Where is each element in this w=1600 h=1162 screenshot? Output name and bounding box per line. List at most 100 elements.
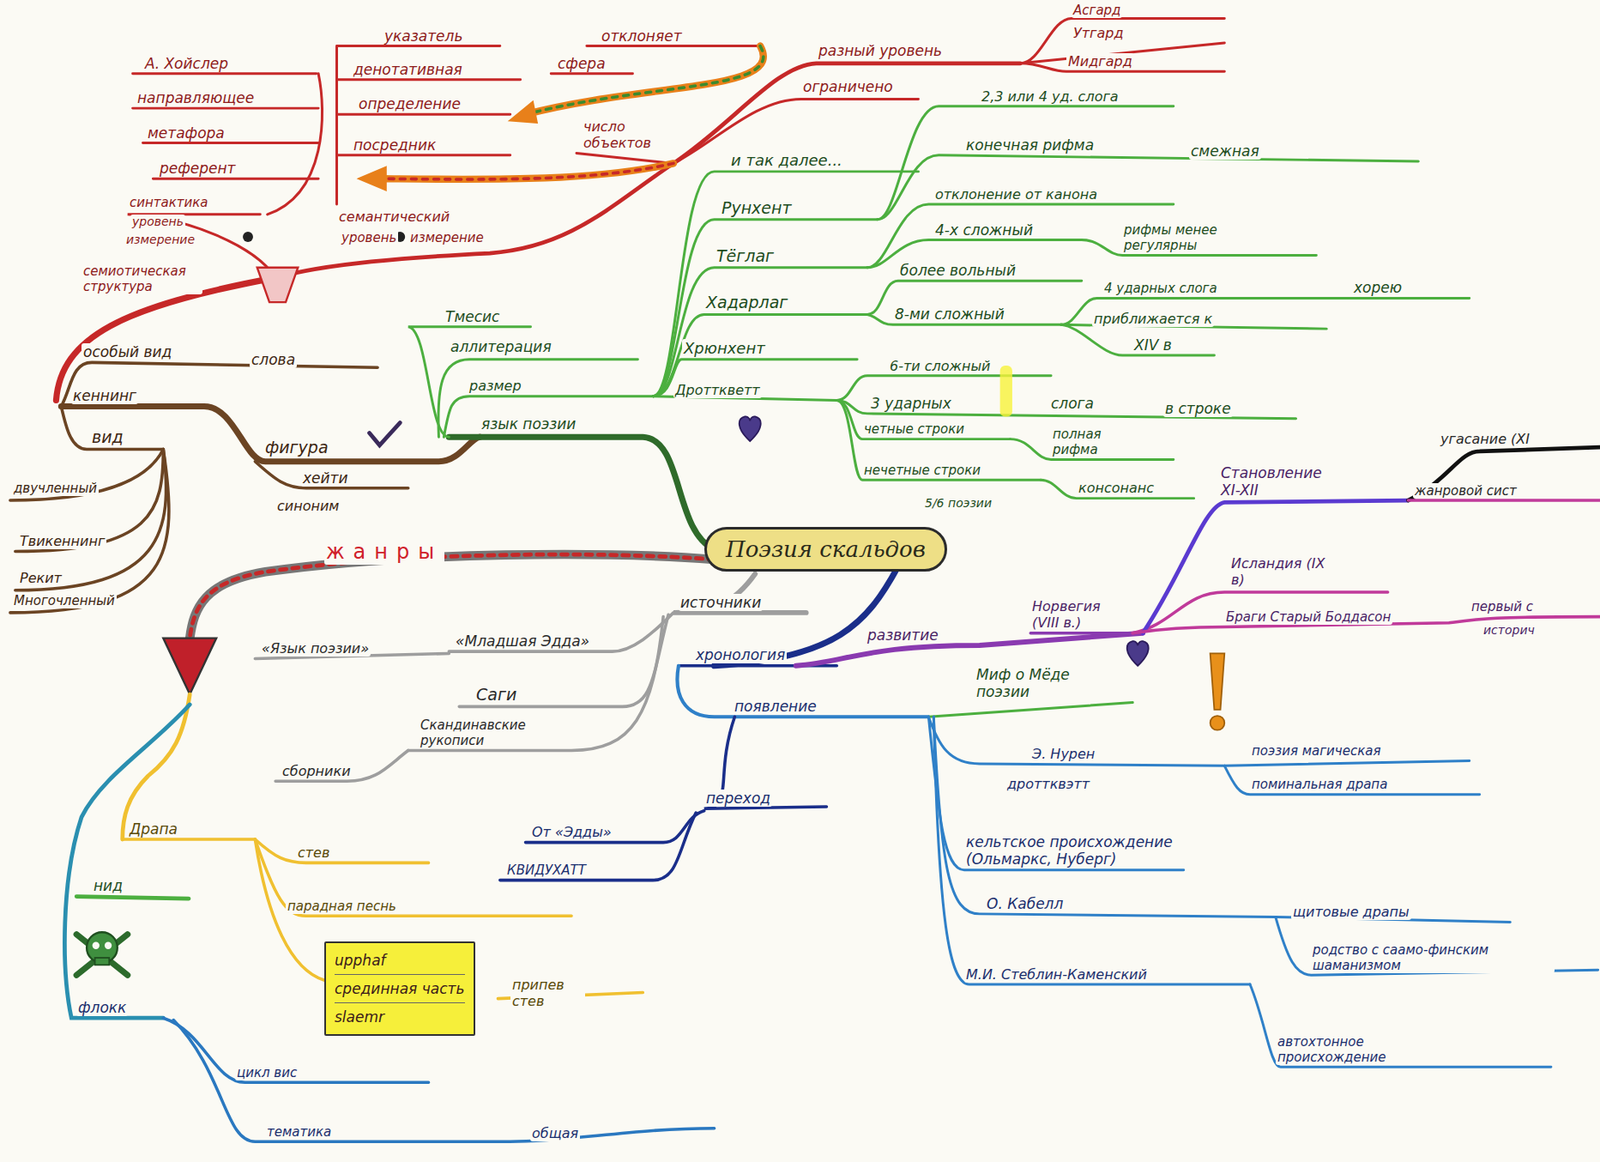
branch-label: фигура [263,437,331,458]
branch-label: источники [678,593,763,611]
branch-label: дроттквэтт [1005,775,1092,792]
branch-label: уровень [130,214,186,230]
branch-label: особый вид [81,343,174,361]
branch-label: разный уровень [816,42,944,60]
branch-label: двучленный [12,480,99,496]
branch-label: Норвегия (VIII в.) [1030,597,1126,631]
branch-label: приближается к [1092,310,1214,327]
central-topic: Поэзия скальдов [704,526,948,572]
branch-label: От «Эдды» [530,823,614,840]
branch-label: родство с саамо-финским шаманизмом [1310,941,1555,973]
branch-label: Хадарлаг [704,292,790,313]
branch-label: 4-х сложный [933,221,1035,239]
branch-label: тематика [265,1123,333,1140]
box-line: slaemr [334,1002,465,1031]
branch-label: Хрюнхент [682,338,767,358]
box-line: срединная часть [334,974,465,1003]
branch-label: определение [356,95,463,113]
branch-label: смежная [1189,142,1262,160]
branch-label: хейти [301,469,351,487]
branch-label: слога [1049,394,1096,412]
branch-label: семиотическая структура [81,263,203,295]
branch-label: кеннинг [71,386,139,405]
branch-label: сфера [555,54,608,73]
branch-label: хронология [694,646,787,664]
branch-label: нид [91,876,125,894]
branch-label: рифмы менее регулярны [1122,222,1249,254]
branch-label: 4 ударных слога [1102,280,1220,296]
branch-label: Исландия (IX в) [1229,555,1330,588]
branch-label: историч [1481,622,1537,638]
branch-label: поминальная драпа [1249,776,1389,792]
branch-label: жанры [324,539,445,565]
branch-label: КВИДУХАТТ [505,862,588,878]
branch-label: поэзия магическая [1249,742,1383,759]
branch-label: припев стев [510,976,586,1009]
branch-label: Миф о Мёде поэзии [974,665,1096,701]
branch-label: развитие [865,626,941,644]
branch-label: 5/6 поэзии [923,495,994,511]
branch-label: хорею [1352,278,1404,296]
branch-label: Утгард [1071,24,1126,42]
branch-label: вид [90,427,126,447]
branch-label: О. Кабелл [984,894,1065,912]
branch-label: М.И. Стеблин-Каменский [964,966,1149,983]
branch-label: 8-ми сложный [893,305,1007,323]
branch-label: Тёглаг [714,246,776,266]
branch-label: число объектов [581,118,667,151]
branch-label: Рунхент [719,198,794,218]
branch-label: «Язык поэзии» [259,640,371,657]
branch-label: уровень [339,229,399,246]
branch-label: синтактика [127,194,211,211]
branch-label: нечетные строки [862,462,983,478]
branch-label: язык поэзии [479,415,578,433]
branch-label: ограничено [801,78,895,96]
branch-label: Асгард [1071,2,1123,19]
branch-label: 6-ти сложный [887,357,992,375]
branch-label: конечная рифма [964,136,1096,154]
branch-label: кельтское происхождение (Ольмаркс, Нубер… [964,833,1178,868]
branch-label: измерение [408,229,486,246]
branch-label: направляющее [135,89,256,107]
branch-label: первый с [1469,598,1535,615]
branch-label: Становление XI-XII [1219,464,1346,499]
topic-title: Поэзия скальдов [725,536,926,562]
branch-label: переход [704,789,773,807]
branch-label: синоним [275,497,341,514]
branch-label: консонанс [1076,479,1156,496]
branch-label: Дротткветт [673,381,762,399]
branch-label: появление [732,697,819,715]
branch-label: денотативная [351,60,465,79]
branch-label: сборники [280,762,353,779]
branch-label: щитовые драпы [1291,903,1412,920]
branch-label: четные строки [862,421,967,437]
branch-label: референт [157,159,238,177]
branch-label: цикл вис [235,1064,299,1081]
branch-label: Твикеннинг [18,532,107,550]
branch-label: жанровой сист [1412,483,1519,499]
branch-label: XIV в [1132,336,1174,354]
branch-label: Саги [474,684,519,705]
branch-label: в строке [1163,399,1233,417]
branch-label: угасание (XI [1438,430,1532,447]
branch-label: указатель [382,27,465,45]
branch-label: Мидгард [1066,53,1135,70]
branch-label: 3 ударных [869,394,954,412]
branch-label: полная рифма [1050,426,1126,458]
branch-label: слова [249,350,297,369]
branch-label: измерение [124,232,197,248]
branch-label: метафора [145,124,227,142]
branch-label: Браги Старый Боддасон [1224,609,1393,625]
branch-label: «Младшая Эдда» [453,632,592,650]
branch-label: семантический [337,208,452,225]
branch-label: Рекит [18,569,64,586]
branch-label: флокк [76,998,128,1016]
branch-label: Э. Нурен [1030,745,1097,762]
branch-label: посредник [351,136,438,154]
note-box: upphafсрединная частьslaemr [324,941,476,1036]
branch-label: аллитерация [448,338,554,356]
branch-label: автохтонное происхождение [1275,1033,1418,1065]
branch-label: парадная песнь [285,898,399,914]
branch-label: 2,3 или 4 уд. слога [979,88,1121,105]
